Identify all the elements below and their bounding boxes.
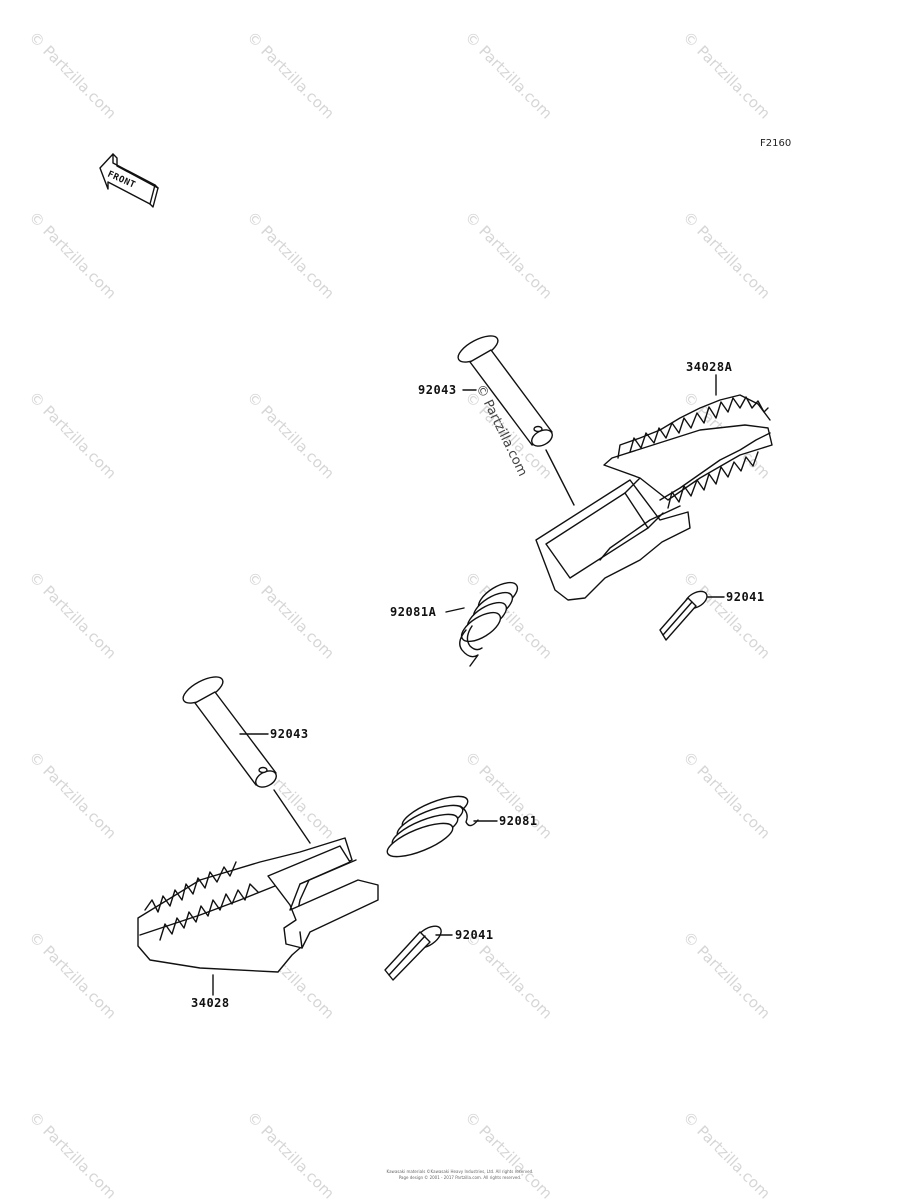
lower-spring [386,795,479,858]
upper-cotter-pin [659,590,708,641]
upper-clevis-pin [457,335,553,447]
label-lower-cotter: 92041 [455,928,494,942]
copyright-line-1: Kawasaki materials ©Kawasaki Heavy Indus… [386,1169,534,1174]
label-upper-spring: 92081A [390,605,437,619]
front-arrow-icon: FRONT [99,153,159,208]
copyright-notice: Kawasaki materials ©Kawasaki Heavy Indus… [300,1169,620,1181]
upper-spring [459,581,519,667]
lower-clevis-pin [182,676,277,788]
upper-spring-label-leader [445,607,465,613]
label-lower-pin: 92043 [270,727,309,741]
label-upper-cotter: 92041 [726,590,765,604]
upper-pin-leader [545,449,575,506]
diagram-code: F2160 [760,138,791,149]
lower-pin-leader [273,789,311,844]
lower-footpeg [137,837,379,973]
label-upper-pin: 92043 [418,383,457,397]
lower-cotter-pin [384,925,442,981]
label-upper-footpeg: 34028A [686,360,733,374]
upper-footpeg [535,394,773,601]
copyright-line-2: Page design © 2001 - 2017 Partzilla.com.… [398,1175,522,1180]
label-lower-spring: 92081 [499,814,538,828]
label-lower-footpeg: 34028 [191,996,230,1010]
